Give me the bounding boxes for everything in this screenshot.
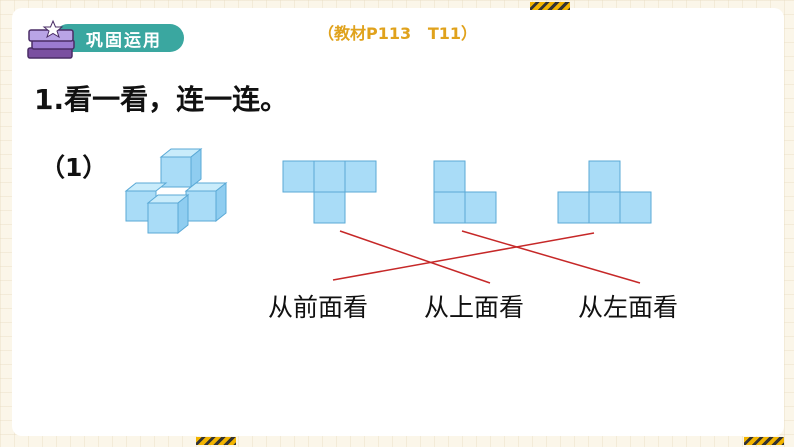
view-label-left: 从左面看 <box>578 293 679 322</box>
view-label-front: 从前面看 <box>268 293 369 322</box>
view-shape-inverted-t <box>557 160 652 224</box>
connector-line-front-view <box>332 232 595 281</box>
stacked-books-icon <box>27 19 75 59</box>
part-label: （1） <box>40 153 108 182</box>
textbook-reference: （教材P113 T11） <box>318 24 478 43</box>
section-badge-pill <box>54 24 184 52</box>
question-title: 1.看一看，连一连。 <box>34 83 289 116</box>
view-shape-l <box>433 160 497 224</box>
connector-line-left-view <box>461 230 641 284</box>
content-card <box>12 8 784 436</box>
section-title: 巩固运用 <box>86 31 162 51</box>
decorative-stripe-bottom-right <box>744 437 784 445</box>
connector-line-top-view <box>339 230 491 284</box>
decorative-stripe-top <box>530 2 570 10</box>
view-label-top: 从上面看 <box>424 293 525 322</box>
view-shape-t <box>282 160 377 224</box>
cube-solid-figure <box>124 147 228 235</box>
section-badge: 巩固运用 <box>14 18 194 59</box>
decorative-stripe-bottom <box>196 437 236 445</box>
